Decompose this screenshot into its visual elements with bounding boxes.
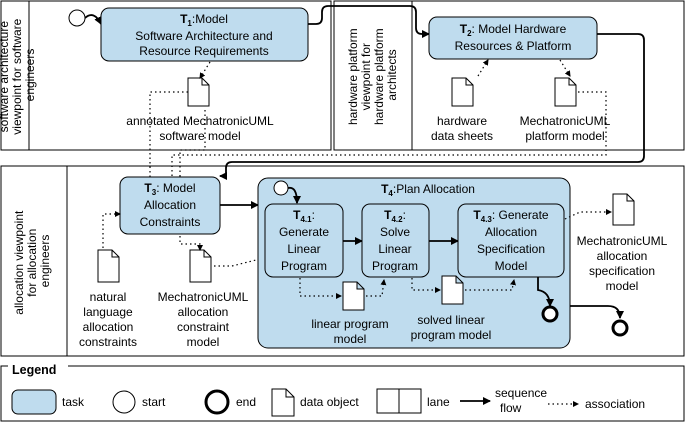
svg-text:annotated MechatronicUML: annotated MechatronicUML: [126, 114, 274, 128]
svg-text:language: language: [83, 305, 133, 319]
svg-text:software architecture vi: software architecture viewpoint for soft…: [0, 15, 37, 134]
svg-text:MechatronicUML: MechatronicUML: [158, 290, 249, 304]
svg-text:Specification: Specification: [477, 242, 545, 256]
svg-text:association: association: [585, 397, 645, 411]
association-lpmodel-t42: [366, 279, 387, 297]
start-event-t4: [273, 180, 289, 196]
task-t41: T4.1: Generate Linear Program: [264, 203, 344, 278]
svg-text:Linear: Linear: [287, 242, 320, 256]
svg-text:task: task: [62, 395, 85, 409]
legend: Legend task start end data object lane s…: [0, 360, 685, 422]
svg-text:end: end: [236, 395, 256, 409]
svg-text:flow: flow: [500, 401, 522, 415]
svg-text:Generate: Generate: [279, 225, 329, 239]
task-t42: T4.2: Solve Linear Program: [361, 203, 430, 278]
task-t2: T2: Model Hardware Resources & Platform: [428, 16, 598, 60]
sequence-flow-t1-t2: [308, 5, 430, 38]
svg-text:model: model: [606, 279, 639, 293]
association-swmodel-down: [149, 91, 188, 185]
document-spec-model: MechatronicUML allocation specification …: [577, 193, 668, 293]
association-constraintmodel-t4: [214, 259, 257, 267]
svg-text:Program: Program: [281, 259, 327, 273]
document-solved-lp: solved linear program model: [411, 275, 492, 342]
svg-text:MechatronicUML: MechatronicUML: [520, 114, 611, 128]
association-nl-t3: [102, 211, 121, 248]
svg-text:hardware: hardware: [437, 114, 487, 128]
association-t43-specmodel: [564, 209, 612, 220]
svg-text:T1:Model: T1:Model: [180, 12, 228, 28]
svg-text:platform model: platform model: [525, 129, 604, 143]
svg-text:data sheets: data sheets: [431, 129, 493, 143]
document-nl-constraints: natural language allocation constraints: [79, 249, 137, 349]
svg-text:software model: software model: [159, 129, 240, 143]
svg-text:program model: program model: [411, 328, 492, 342]
svg-text:model: model: [334, 332, 367, 346]
svg-text:natural: natural: [90, 290, 127, 304]
svg-text:sequence: sequence: [495, 386, 547, 400]
association-platform-t3: [169, 91, 607, 183]
sequence-flow-t43-innerend: [537, 277, 554, 307]
svg-text:Model: Model: [495, 259, 528, 273]
svg-text:Program: Program: [372, 259, 418, 273]
svg-text:T2: Model Hardware: T2: Model Hardware: [460, 22, 567, 38]
svg-text:linear program: linear program: [311, 317, 388, 331]
svg-text:Allocation: Allocation: [144, 198, 196, 212]
svg-text:constraints: constraints: [79, 335, 137, 349]
svg-text:T4:Plan Allocation: T4:Plan Allocation: [381, 182, 475, 198]
task-t1: T1:Model Software Architecture and Resou…: [100, 7, 309, 62]
svg-text:lane: lane: [427, 395, 450, 409]
task-t3: T3: Model Allocation Constraints: [119, 176, 221, 235]
association-t3-constraintmodel: [179, 236, 203, 251]
association-hwsheets-t2: [477, 59, 489, 77]
association-swmodel-t3: [177, 110, 206, 183]
legend-start-symbol: [112, 390, 136, 414]
legend-end-symbol: [204, 389, 230, 415]
document-software-model: annotated MechatronicUML software model: [126, 77, 274, 143]
sequence-flow-t4start-t41: [287, 186, 301, 204]
svg-text:T3: Model: T3: Model: [144, 181, 195, 197]
svg-text:Resource Requirements: Resource Requirements: [139, 44, 268, 58]
legend-task-swatch: [11, 389, 57, 415]
svg-text:solved linear: solved linear: [417, 313, 484, 327]
association-t41-lpmodel: [299, 278, 342, 299]
svg-text:Resources & Platform: Resources & Platform: [455, 39, 572, 53]
svg-text:Allocation: Allocation: [485, 225, 537, 239]
legend-document-symbol: [271, 388, 295, 417]
svg-text:T4.1:: T4.1:: [293, 208, 315, 224]
sequence-flow-start-t1: [84, 14, 102, 25]
association-t2-platform: [559, 59, 571, 77]
document-hardware-sheets: hardware data sheets: [431, 77, 493, 143]
svg-text:Linear: Linear: [378, 242, 411, 256]
svg-text:allocation viewpoint for: allocation viewpoint for allocation engi…: [12, 207, 52, 314]
document-lp-model: linear program model: [311, 281, 389, 346]
association-t1-swmodel: [199, 61, 211, 79]
svg-text:start: start: [142, 395, 166, 409]
svg-text:T4.3: Generate: T4.3: Generate: [473, 208, 548, 224]
svg-text:Solve: Solve: [380, 225, 410, 239]
task-t43: T4.3: Generate Allocation Specification …: [457, 203, 565, 278]
legend-title: Legend: [12, 363, 56, 377]
document-platform-model: MechatronicUML platform model: [520, 77, 611, 143]
end-event-t4-inner: [541, 305, 559, 323]
document-constraint-model: MechatronicUML allocation constraint mod…: [158, 249, 249, 349]
svg-text:Software Architecture and: Software Architecture and: [135, 29, 272, 43]
svg-text:model: model: [187, 335, 220, 349]
svg-text:MechatronicUML: MechatronicUML: [577, 234, 668, 248]
end-event-allocation: [611, 319, 629, 337]
svg-text:allocation: allocation: [597, 249, 648, 263]
svg-text:data object: data object: [300, 395, 359, 409]
svg-text:hardware platform viewpo: hardware platform viewpoint for hardware…: [346, 25, 399, 125]
svg-text:constraint: constraint: [177, 320, 230, 334]
svg-text:allocation: allocation: [178, 305, 229, 319]
svg-text:allocation: allocation: [83, 320, 134, 334]
start-event-software: [68, 9, 86, 27]
svg-text:Constraints: Constraints: [140, 215, 201, 229]
sequence-flow-t4-end: [570, 305, 624, 319]
svg-text:specification: specification: [589, 264, 655, 278]
sequence-flow-t2-t3: [219, 33, 645, 180]
svg-text:T4.2:: T4.2:: [384, 208, 406, 224]
